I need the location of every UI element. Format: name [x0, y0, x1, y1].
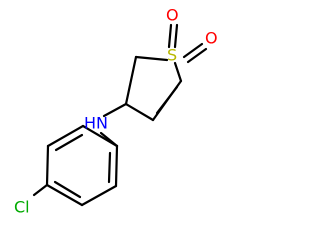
bond-vinyl-double-inner [155, 85, 179, 115]
bond-ring-1 [114, 144, 119, 188]
bond-s-o-upper-b [173, 23, 179, 49]
bond-ch2-ch [124, 55, 138, 106]
bond-ring-3 [45, 183, 84, 207]
bond-ring-5 [46, 124, 85, 148]
oxygen-upper-label: O [166, 6, 179, 25]
bond-ring-1-inner [107, 151, 112, 184]
bond-ring-6 [81, 124, 119, 148]
bond-s-ch2 [134, 55, 169, 62]
bond-ch-n [102, 102, 128, 118]
bonds [32, 23, 208, 207]
bond-s-o-right-a [182, 42, 204, 59]
bond-vinyl-s [173, 61, 183, 83]
chlorine-label: Cl [14, 198, 30, 217]
atom-labels: S O O HN Cl [14, 6, 218, 217]
amine-label: HN [84, 114, 108, 133]
sulfur-atom-label: S [167, 46, 177, 65]
oxygen-right-label: O [205, 29, 218, 48]
bond-ring-4 [45, 144, 50, 187]
bond-ring-5-inner [54, 133, 84, 152]
bond-ring-2 [80, 184, 118, 207]
bond-ring-3-inner [53, 180, 82, 199]
bond-aryl-cl [32, 183, 49, 197]
chemical-structure: S O O HN Cl [14, 6, 218, 217]
bond-s-o-right-b [186, 47, 208, 64]
bond-ch-vinyl [124, 102, 155, 122]
bond-s-o-upper-a [167, 23, 173, 49]
